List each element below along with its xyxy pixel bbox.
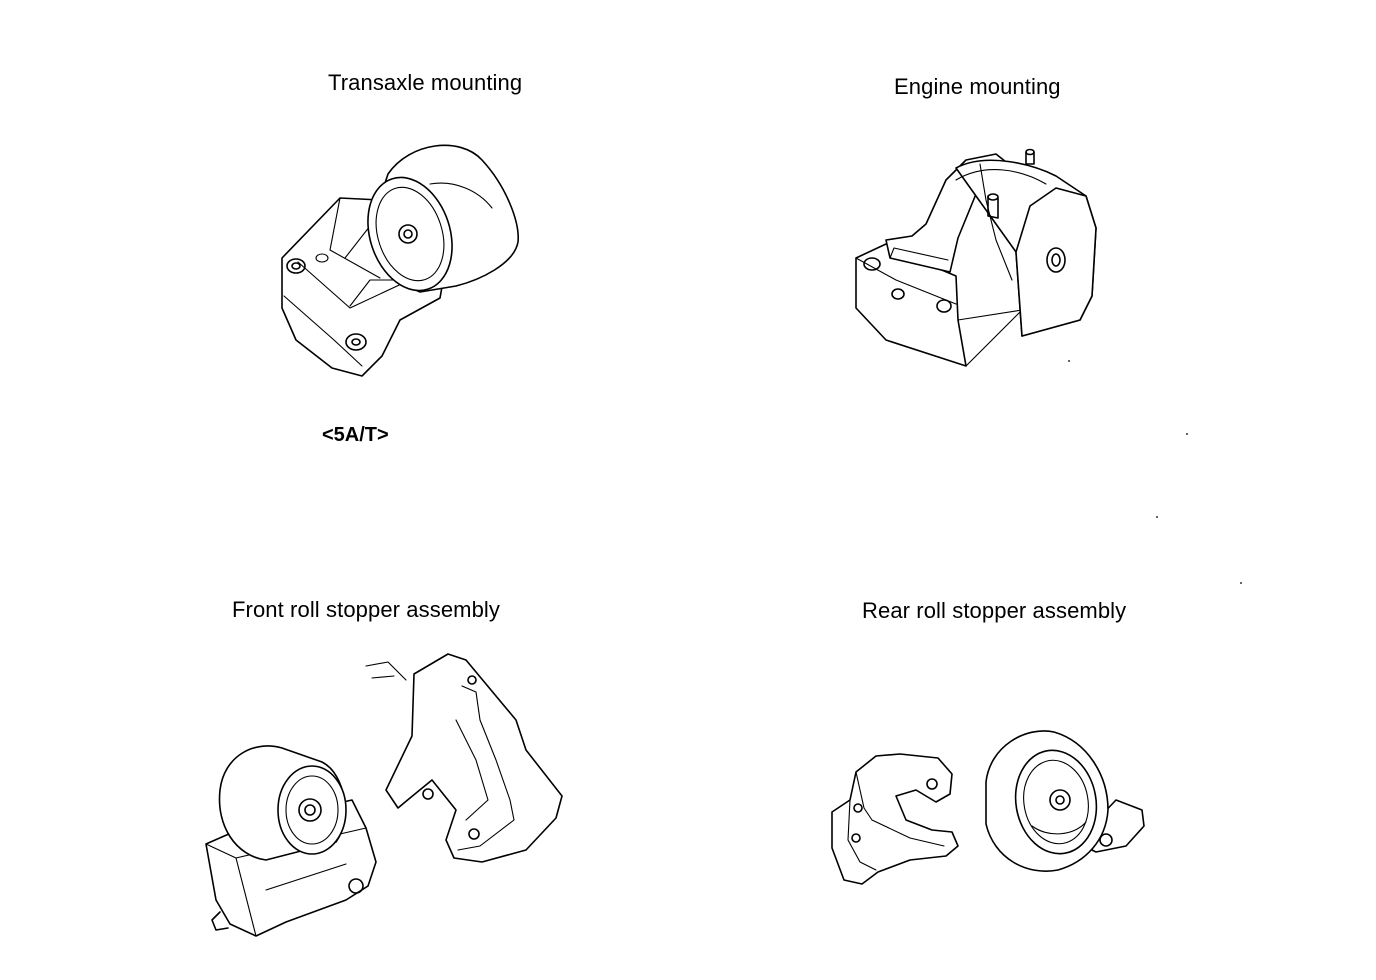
scan-speck [1240,582,1242,584]
scan-speck [1156,516,1158,518]
rear-roll-stopper-title: Rear roll stopper assembly [862,598,1127,623]
scan-speck [1186,433,1188,435]
rear-roll-stopper-illustration [831,730,1145,885]
engine-mounting-title: Engine mounting [894,74,1061,99]
front-roll-stopper-title: Front roll stopper assembly [232,597,501,622]
front-roll-stopper-illustration [205,653,563,937]
transaxle-mounting-title: Transaxle mounting [328,70,523,95]
scan-speck [1068,360,1070,362]
engine-mounting-illustration [855,148,1097,367]
transaxle-mounting-illustration [281,144,519,377]
transaxle-variant-code: <5A/T> [322,424,389,446]
